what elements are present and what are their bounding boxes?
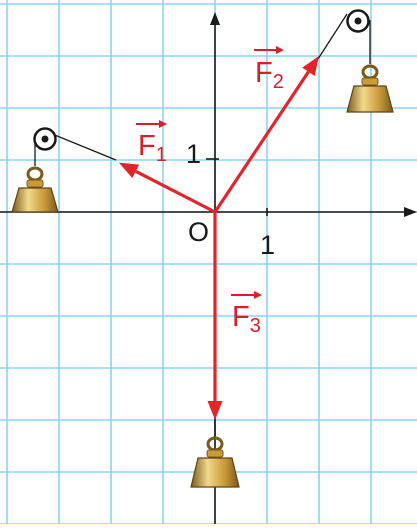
x-axis-arrowhead	[404, 207, 417, 217]
vector-f3: F3	[207, 212, 262, 420]
vector-f2-letter: F	[255, 57, 273, 89]
weight-icon	[11, 166, 59, 213]
pulley-icon	[346, 9, 370, 33]
vector-f1-subscript: 1	[156, 144, 167, 166]
x-unit-label: 1	[260, 230, 275, 260]
vector-f1: F1	[118, 120, 216, 214]
vector-f3-label: F3	[232, 301, 261, 337]
vector-f3-letter: F	[232, 301, 250, 333]
vector-f1-overline-arrowhead	[159, 120, 167, 128]
rope-f2	[317, 13, 371, 64]
y-axis-arrowhead	[210, 12, 220, 25]
weight-icon	[346, 64, 394, 113]
vector-f1-shaft	[134, 169, 216, 214]
origin-label: O	[188, 217, 209, 247]
vector-f3-arrowhead	[207, 401, 223, 420]
vector-f2-overline-arrowhead	[276, 46, 284, 54]
vector-f1-letter: F	[138, 130, 156, 162]
vector-f2-label: F2	[255, 57, 284, 93]
vector-f3-subscript: 3	[250, 315, 261, 337]
vector-f2-shaft	[213, 70, 310, 213]
vector-f1-arrowhead	[118, 162, 140, 178]
vector-f3-overline-arrowhead	[254, 291, 262, 299]
vector-f1-label: F1	[138, 130, 167, 166]
y-unit-label: 1	[186, 139, 201, 169]
vector-f2-subscript: 2	[273, 71, 284, 93]
vector-f2: F2	[213, 46, 319, 213]
pulley-icon	[33, 127, 57, 151]
vector-f2-arrowhead	[302, 56, 319, 76]
vectors: F1 F2 F3	[118, 46, 319, 420]
weight-icon	[190, 436, 240, 488]
